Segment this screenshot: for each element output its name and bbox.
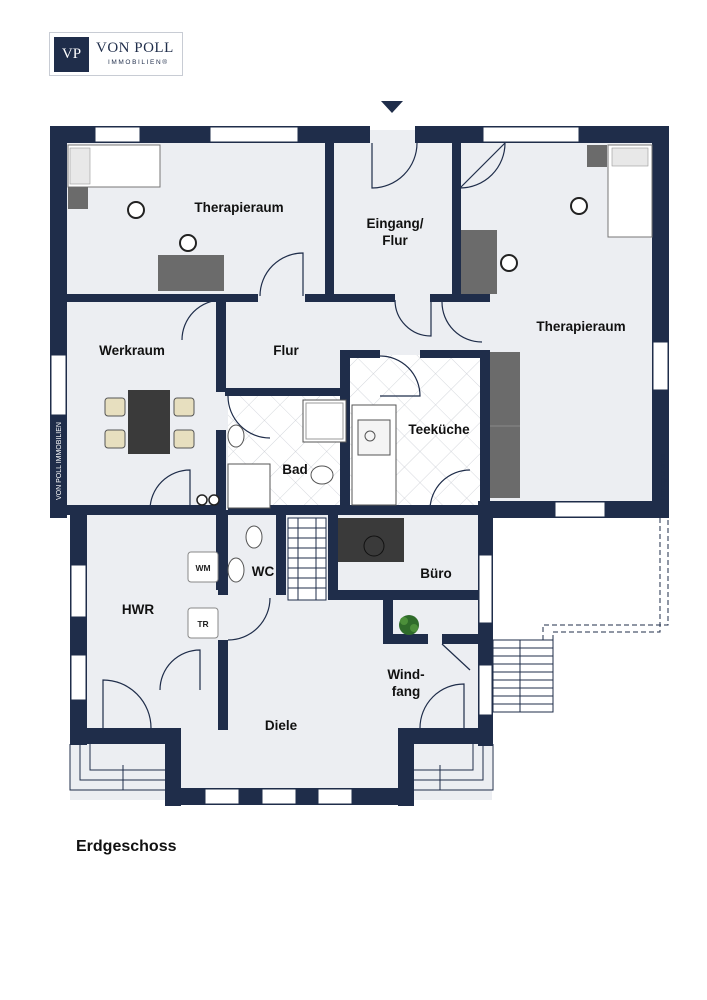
room-label-therapieraum-1: Therapieraum	[194, 200, 283, 215]
chair-icon	[363, 535, 385, 557]
chair-icon	[173, 397, 195, 417]
room-label-bad: Bad	[282, 462, 308, 477]
chair-icon	[104, 397, 126, 417]
watermark-label: Immogrundriss	[660, 453, 667, 500]
brand-subtitle: IMMOBILIEN®	[108, 59, 169, 66]
sink-icon	[227, 557, 245, 583]
chair-icon	[127, 201, 145, 219]
chair-icon	[500, 254, 518, 272]
cabinet-icon	[490, 352, 520, 498]
toilet-icon	[310, 465, 334, 485]
table-icon	[128, 390, 170, 454]
kitchen-sink-icon	[357, 419, 391, 456]
brand-name: VON POLL	[96, 40, 174, 56]
room-label-teekueche: Teeküche	[408, 422, 470, 437]
toilet-icon	[245, 525, 263, 549]
chair-icon	[570, 197, 588, 215]
stove-icon	[208, 494, 220, 506]
room-label-flur: Flur	[273, 343, 299, 358]
plant-icon	[399, 615, 419, 635]
floor-title: Erdgeschoss	[76, 838, 177, 855]
washing-machine-label: WM	[195, 563, 210, 573]
room-label-hwr: HWR	[122, 602, 154, 617]
desk-icon	[158, 255, 224, 291]
doors	[102, 142, 506, 729]
room-label-wc: WC	[252, 564, 275, 579]
room-label-therapieraum-2: Therapieraum	[536, 319, 625, 334]
chair-icon	[179, 234, 197, 252]
room-label-werkraum: Werkraum	[99, 343, 165, 358]
stove-icon	[196, 494, 208, 506]
room-labels: Therapieraum Eingang/ Flur Therapieraum …	[99, 200, 626, 733]
room-label-eingang-1: Eingang/	[367, 216, 424, 231]
cabinet-icon	[227, 463, 271, 509]
wall-brand-mark: VON POLL IMMOBILIEN	[56, 422, 63, 500]
room-label-eingang-2: Flur	[382, 233, 408, 248]
dryer-icon	[187, 607, 219, 639]
shower-icon	[302, 399, 347, 443]
sink-icon	[227, 424, 245, 448]
brand-logo: VP VON POLL IMMOBILIEN®	[49, 32, 183, 76]
furniture	[67, 144, 653, 639]
room-label-windfang-2: fang	[392, 684, 421, 699]
dryer-label: TR	[197, 619, 208, 629]
room-label-diele: Diele	[265, 718, 298, 733]
washing-machine-icon	[187, 551, 219, 583]
chair-icon	[104, 429, 126, 449]
room-label-windfang-1: Wind-	[387, 667, 424, 682]
windows	[50, 126, 669, 805]
entrance-arrow-icon	[381, 101, 403, 113]
room-label-buero: Büro	[420, 566, 452, 581]
exterior-steps	[69, 518, 669, 791]
chair-icon	[173, 429, 195, 449]
desk-icon	[461, 230, 497, 294]
brand-monogram: VP	[54, 37, 89, 72]
interior-stairs	[287, 517, 327, 601]
